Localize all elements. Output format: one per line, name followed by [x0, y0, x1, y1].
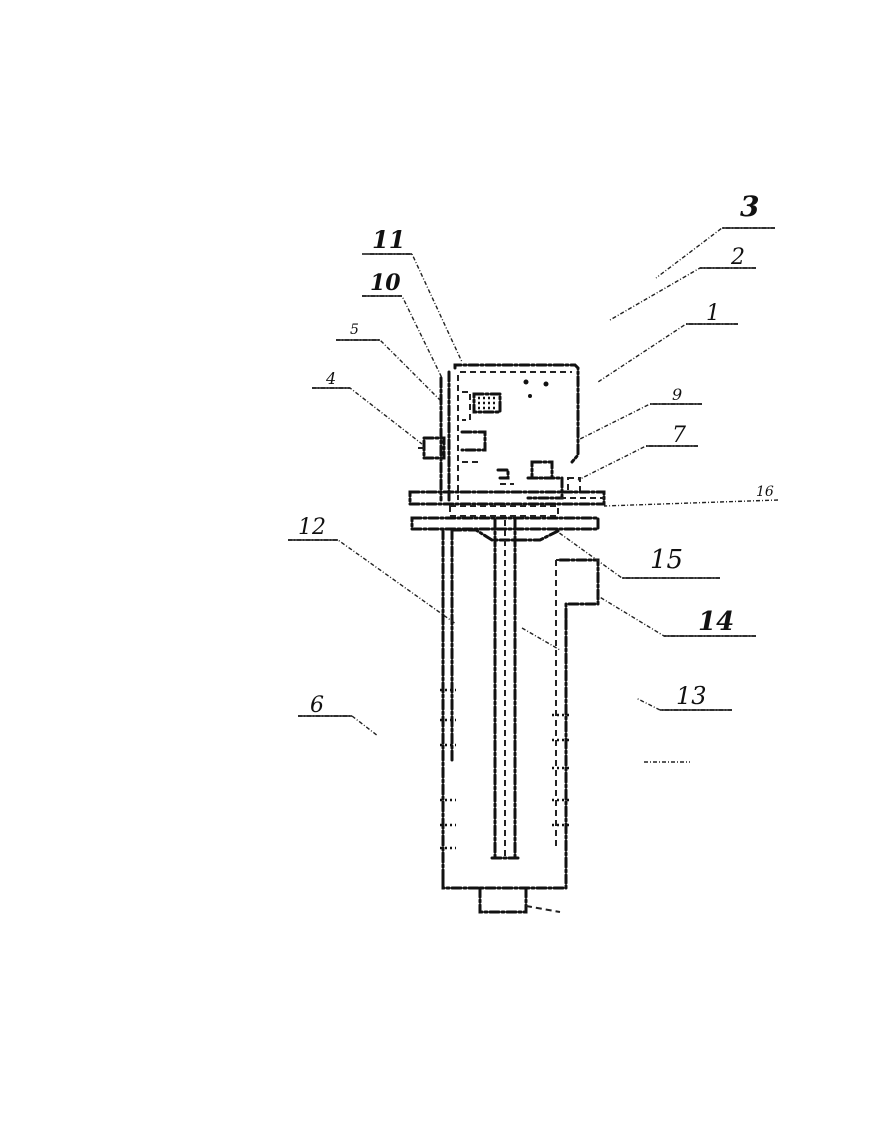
- callout-11: 11: [372, 225, 405, 254]
- middle-mechanism: [496, 460, 581, 500]
- callout-1: 1: [706, 301, 720, 326]
- bottom-base: [441, 878, 568, 914]
- callout-3: 3: [740, 190, 759, 223]
- left-rails: [439, 370, 459, 502]
- callout-5: 5: [350, 322, 359, 338]
- collar: [450, 528, 562, 542]
- callout-4: 4: [325, 369, 336, 388]
- callout-6: 6: [310, 693, 324, 718]
- callout-15: 15: [650, 545, 683, 575]
- outer-tube: [440, 528, 570, 882]
- upper-flange: [408, 490, 606, 506]
- callout-16: 16: [756, 484, 774, 500]
- callout-12: 12: [298, 515, 326, 540]
- callout-14: 14: [698, 607, 734, 637]
- upper-housing: [453, 363, 580, 464]
- callout-13: 13: [676, 682, 707, 710]
- side-port: [556, 558, 600, 622]
- lower-flange: [410, 505, 600, 531]
- callout-2: 2: [730, 245, 745, 270]
- callout-7: 7: [672, 423, 686, 448]
- leader-lines: [288, 227, 779, 763]
- center-rods: [490, 518, 520, 860]
- coil-block: [460, 391, 502, 463]
- callout-labels: 3 2 1 9 7 16 15 14 13 11 10 5 4 12 6: [298, 190, 774, 718]
- callout-9: 9: [672, 385, 682, 404]
- callout-10: 10: [370, 270, 401, 296]
- side-knob: [418, 436, 446, 460]
